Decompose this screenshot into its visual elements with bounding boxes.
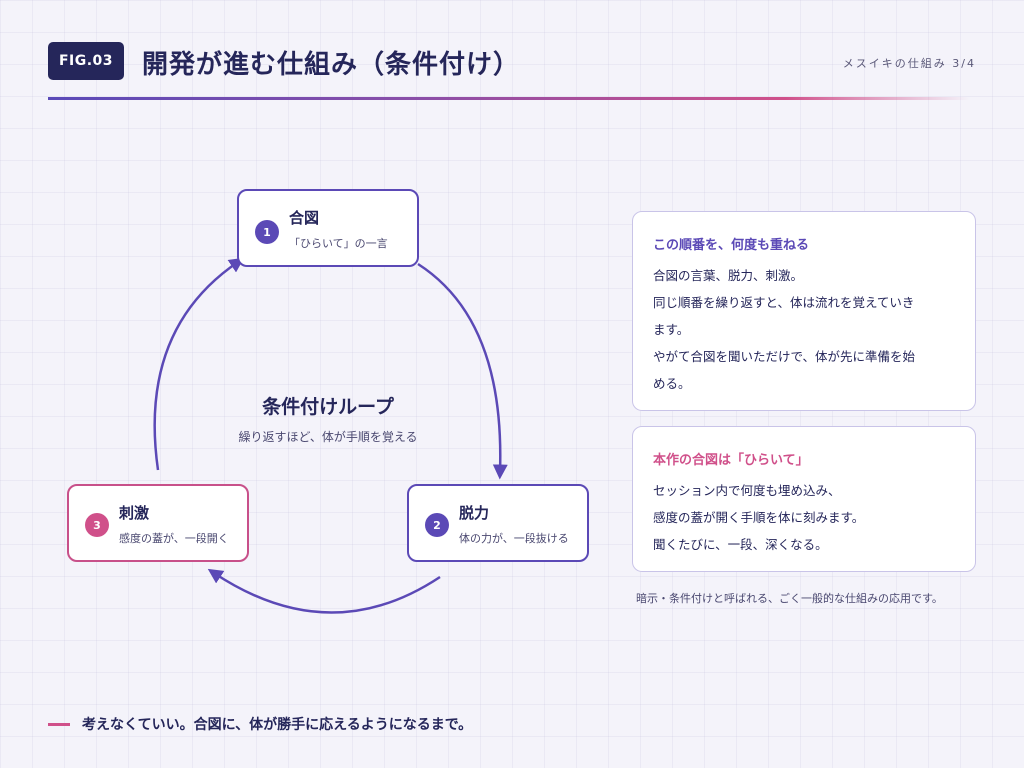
node-subtitle: 「ひらいて」の一言 <box>289 237 388 250</box>
step-number: 1 <box>255 220 279 244</box>
card-line: ます。 <box>653 322 690 337</box>
card-line: 感度の蓋が開く手順を体に刻みます。 <box>653 510 865 525</box>
footnote: 暗示・条件付けと呼ばれる、ごく一般的な仕組みの応用です。 <box>636 592 943 605</box>
node-signal: 1 合図 「ひらいて」の一言 <box>237 189 419 267</box>
card-line: やがて合図を聞いただけで、体が先に準備を始 <box>653 349 916 364</box>
series-label: メスイキの仕組み 3/4 <box>842 57 976 70</box>
title-divider <box>48 97 970 100</box>
arrow-stimulus-to-signal <box>153 257 245 471</box>
node-relax: 2 脱力 体の力が、一段抜ける <box>407 484 589 562</box>
card-heading: 本作の合図は「ひらいて」 <box>653 453 809 468</box>
tagline-marker <box>48 723 70 726</box>
step-number: 3 <box>85 513 109 537</box>
info-card-signal: 本作の合図は「ひらいて」 セッション内で何度も埋め込み、 感度の蓋が開く手順を体… <box>632 426 976 572</box>
card-line: 同じ順番を繰り返すと、体は流れを覚えていき <box>653 295 915 310</box>
loop-title: 条件付けループ <box>262 396 394 418</box>
node-title: 脱力 <box>459 504 490 522</box>
card-line: 聞くたびに、一段、深くなる。 <box>653 537 828 552</box>
figure-badge: FIG.03 <box>48 42 124 80</box>
card-line: セッション内で何度も埋め込み、 <box>653 483 841 498</box>
node-title: 刺激 <box>119 504 150 522</box>
tagline: 考えなくていい。合図に、体が勝手に応えるようになるまで。 <box>82 717 473 733</box>
node-stimulus: 3 刺激 感度の蓋が、一段開く <box>67 484 249 562</box>
arrow-relax-to-stimulus <box>207 568 441 614</box>
card-heading: この順番を、何度も重ねる <box>653 238 810 253</box>
node-subtitle: 体の力が、一段抜ける <box>459 532 569 545</box>
node-subtitle: 感度の蓋が、一段開く <box>119 532 229 545</box>
page-title: 開発が進む仕組み（条件付け） <box>142 50 521 80</box>
node-title: 合図 <box>289 209 320 227</box>
card-line: 合図の言葉、脱力、刺激。 <box>653 268 804 283</box>
info-card-repeat: この順番を、何度も重ねる 合図の言葉、脱力、刺激。 同じ順番を繰り返すと、体は流… <box>632 211 976 411</box>
loop-subtitle: 繰り返すほど、体が手順を覚える <box>238 430 418 444</box>
card-line: める。 <box>653 376 691 391</box>
step-number: 2 <box>425 513 449 537</box>
arrow-signal-to-relax <box>417 262 508 480</box>
